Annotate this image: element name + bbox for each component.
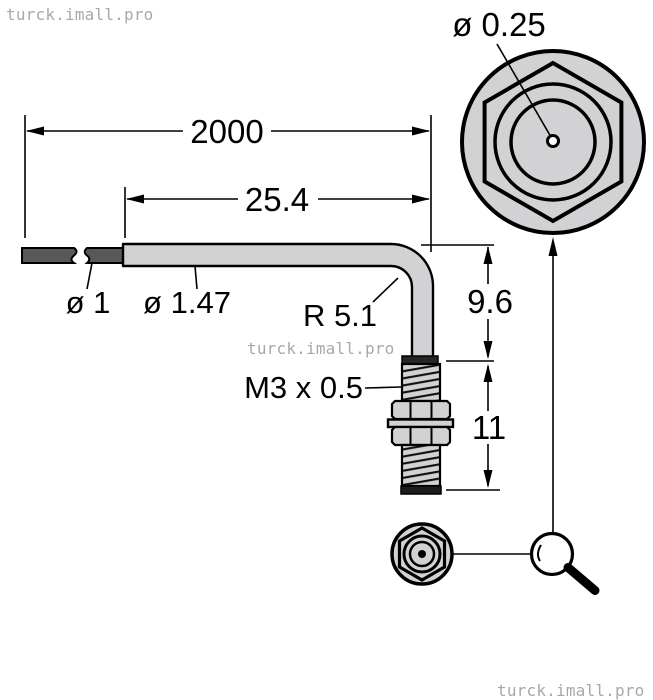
arrowhead-left: [26, 126, 44, 136]
watermark-center: turck.imall.pro: [247, 339, 395, 358]
watermark-bottom-right: turck.imall.pro: [497, 681, 645, 700]
dimension-value: 25.4: [245, 181, 309, 218]
dimension-value: 2000: [190, 113, 263, 150]
detail-ring-inner: [509, 98, 597, 186]
dimension-value: 11: [472, 409, 506, 446]
watermark-top-left: turck.imall.pro: [6, 5, 154, 24]
label-text: R 5.1: [303, 298, 377, 333]
threaded-section-lower: [400, 443, 442, 488]
inner-cable: [21, 247, 124, 264]
inner-cable-segment: [83, 247, 124, 264]
leader-line: [364, 386, 402, 389]
arrowhead-right: [412, 194, 430, 204]
magnifier-lens: [529, 531, 575, 577]
end-view-core-dot: [418, 550, 426, 558]
label-outer-cable-diameter: ø 1.47: [143, 265, 231, 320]
hex-nut-lower: [390, 425, 452, 447]
label-bend-radius: R 5.1: [303, 277, 399, 333]
leader-line: [372, 277, 399, 303]
magnifier-callout: [452, 237, 600, 595]
threaded-section-upper: [400, 362, 442, 403]
dimension-value: 9.6: [467, 283, 513, 320]
fiber-core-hole: [546, 134, 560, 148]
sensor-body: [386, 355, 455, 495]
arrowhead-up: [548, 237, 558, 256]
arrowhead-up: [483, 246, 493, 264]
dimension-sleeve-length: 25.4: [124, 181, 430, 238]
label-inner-cable-diameter: ø 1: [66, 262, 111, 320]
lens-glint: [537, 544, 542, 562]
arrowhead-down: [483, 470, 493, 488]
end-view-ring: [408, 540, 436, 568]
inner-cable-segment: [21, 247, 78, 264]
label-text: M3 x 0.5: [244, 370, 363, 405]
detail-hexagon: [482, 60, 624, 224]
magnifier-handle: [563, 563, 600, 595]
label-text: ø 1: [66, 285, 111, 320]
label-thread-spec: M3 x 0.5: [244, 370, 402, 405]
label-fiber-core-diameter: ø 0.25: [452, 6, 546, 43]
end-view-hexagon: [397, 526, 447, 582]
leader-line: [86, 262, 93, 290]
washer: [386, 418, 455, 429]
dimension-thread-length: 11: [446, 364, 506, 491]
leader-line: [496, 43, 552, 138]
detail-view-end-face: ø 0.25: [452, 6, 646, 235]
arrowhead-up: [483, 364, 493, 382]
sensor-tip-cap: [400, 485, 442, 495]
arrowhead-right: [412, 126, 430, 136]
outer-cable: [121, 242, 435, 360]
dimension-tip-length: 9.6: [421, 244, 513, 362]
label-text: ø 1.47: [143, 285, 231, 320]
arrowhead-left: [126, 194, 144, 204]
hex-nut-upper: [390, 399, 452, 421]
end-view-small: [390, 522, 454, 586]
collar: [401, 355, 439, 365]
dimension-cable-length: 2000: [24, 113, 432, 252]
magnifying-glass-icon: [529, 531, 600, 595]
end-view-ring: [402, 534, 442, 574]
detail-ring-outer: [493, 82, 613, 202]
leader-line: [194, 265, 198, 290]
arrowhead-down: [483, 341, 493, 359]
